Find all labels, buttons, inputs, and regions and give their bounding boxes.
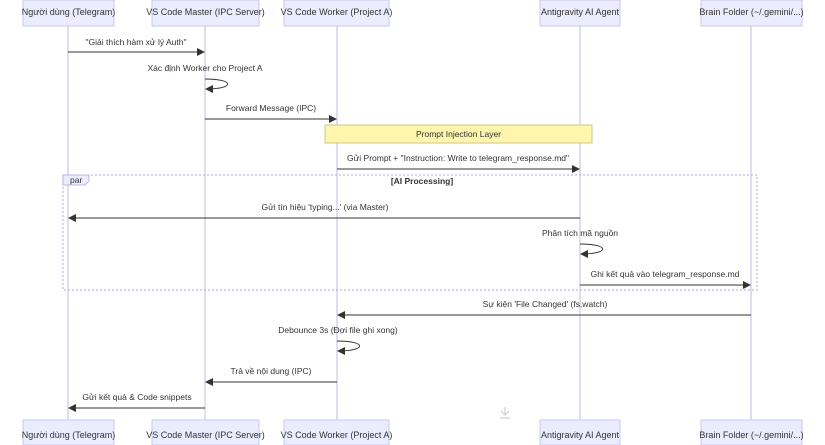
actors-top: Người dùng (Telegram) VS Code Master (IP… — [22, 0, 804, 27]
par-block: par [AI Processing] — [62, 174, 758, 291]
actor-agent-top: Antigravity AI Agent — [539, 0, 621, 27]
message-10: Trả về nội dung (IPC) — [205, 366, 337, 386]
actor-label: VS Code Master (IPC Server) — [146, 430, 265, 440]
actor-label: VS Code Worker (Project A) — [281, 7, 393, 17]
actor-label: VS Code Master (IPC Server) — [146, 7, 265, 17]
message-11: Gửi kết quả & Code snippets — [68, 392, 205, 412]
par-title: [AI Processing] — [391, 176, 454, 186]
actor-label: Người dùng (Telegram) — [22, 430, 115, 440]
message-3: Forward Message (IPC) — [205, 103, 337, 123]
par-frame — [62, 174, 758, 291]
actor-master-top: VS Code Master (IPC Server) — [146, 0, 265, 27]
actor-label: VS Code Worker (Project A) — [281, 430, 393, 440]
actors-bottom: Người dùng (Telegram) VS Code Master (IP… — [22, 419, 804, 445]
message-label: Forward Message (IPC) — [226, 103, 316, 113]
message-label: Gửi kết quả & Code snippets — [82, 392, 191, 402]
message-label: Xác định Worker cho Project A — [147, 63, 262, 73]
par-label-tab — [62, 174, 90, 186]
actor-brain-bottom: Brain Folder (~/.gemini/...) — [699, 419, 804, 445]
message-8: Sự kiện 'File Changed' (fs.watch) — [337, 299, 751, 319]
par-keyword: par — [70, 175, 82, 185]
message-label: Sự kiện 'File Changed' (fs.watch) — [483, 299, 608, 309]
actor-master-bottom: VS Code Master (IPC Server) — [146, 419, 265, 445]
self-loop-arrow — [336, 340, 360, 355]
download-icon[interactable] — [500, 407, 510, 419]
self-loop-arrow — [579, 243, 603, 258]
self-loop-arrow — [204, 78, 228, 93]
actor-worker-bottom: VS Code Worker (Project A) — [281, 419, 393, 445]
note: Prompt Injection Layer — [324, 124, 593, 144]
message-label: Gửi tín hiệu 'typing...' (via Master) — [261, 202, 388, 212]
actor-agent-bottom: Antigravity AI Agent — [539, 419, 621, 445]
message-label: Trả về nội dung (IPC) — [231, 366, 312, 376]
messages: "Giải thích hàm xử lý Auth" Xác định Wor… — [68, 37, 751, 412]
message-7: Ghi kết quả vào telegram_response.md — [580, 269, 751, 289]
actor-brain-top: Brain Folder (~/.gemini/...) — [699, 0, 804, 27]
message-6: Phân tích mã nguồn — [542, 228, 618, 258]
message-1: "Giải thích hàm xử lý Auth" — [68, 37, 205, 56]
actor-label: Antigravity AI Agent — [541, 7, 620, 17]
message-4: Gửi Prompt + "Instruction: Write to tele… — [337, 153, 580, 173]
lifelines — [67, 26, 752, 420]
message-2: Xác định Worker cho Project A — [147, 63, 263, 93]
actor-worker-top: VS Code Worker (Project A) — [281, 0, 393, 27]
message-label: Gửi Prompt + "Instruction: Write to tele… — [347, 153, 569, 163]
actor-label: Brain Folder (~/.gemini/...) — [699, 7, 803, 17]
actor-user-top: Người dùng (Telegram) — [22, 0, 115, 27]
message-label: Debounce 3s (Đợi file ghi xong) — [278, 325, 398, 335]
actor-user-bottom: Người dùng (Telegram) — [22, 419, 115, 445]
actor-label: Người dùng (Telegram) — [22, 7, 115, 17]
actor-label: Brain Folder (~/.gemini/...) — [699, 430, 803, 440]
message-label: Ghi kết quả vào telegram_response.md — [591, 269, 740, 279]
note-text: Prompt Injection Layer — [416, 129, 501, 139]
message-label: "Giải thích hàm xử lý Auth" — [85, 37, 186, 47]
message-5: Gửi tín hiệu 'typing...' (via Master) — [68, 202, 580, 222]
actor-label: Antigravity AI Agent — [541, 430, 620, 440]
message-9: Debounce 3s (Đợi file ghi xong) — [278, 325, 398, 355]
message-label: Phân tích mã nguồn — [542, 228, 618, 238]
note-box — [324, 124, 593, 144]
